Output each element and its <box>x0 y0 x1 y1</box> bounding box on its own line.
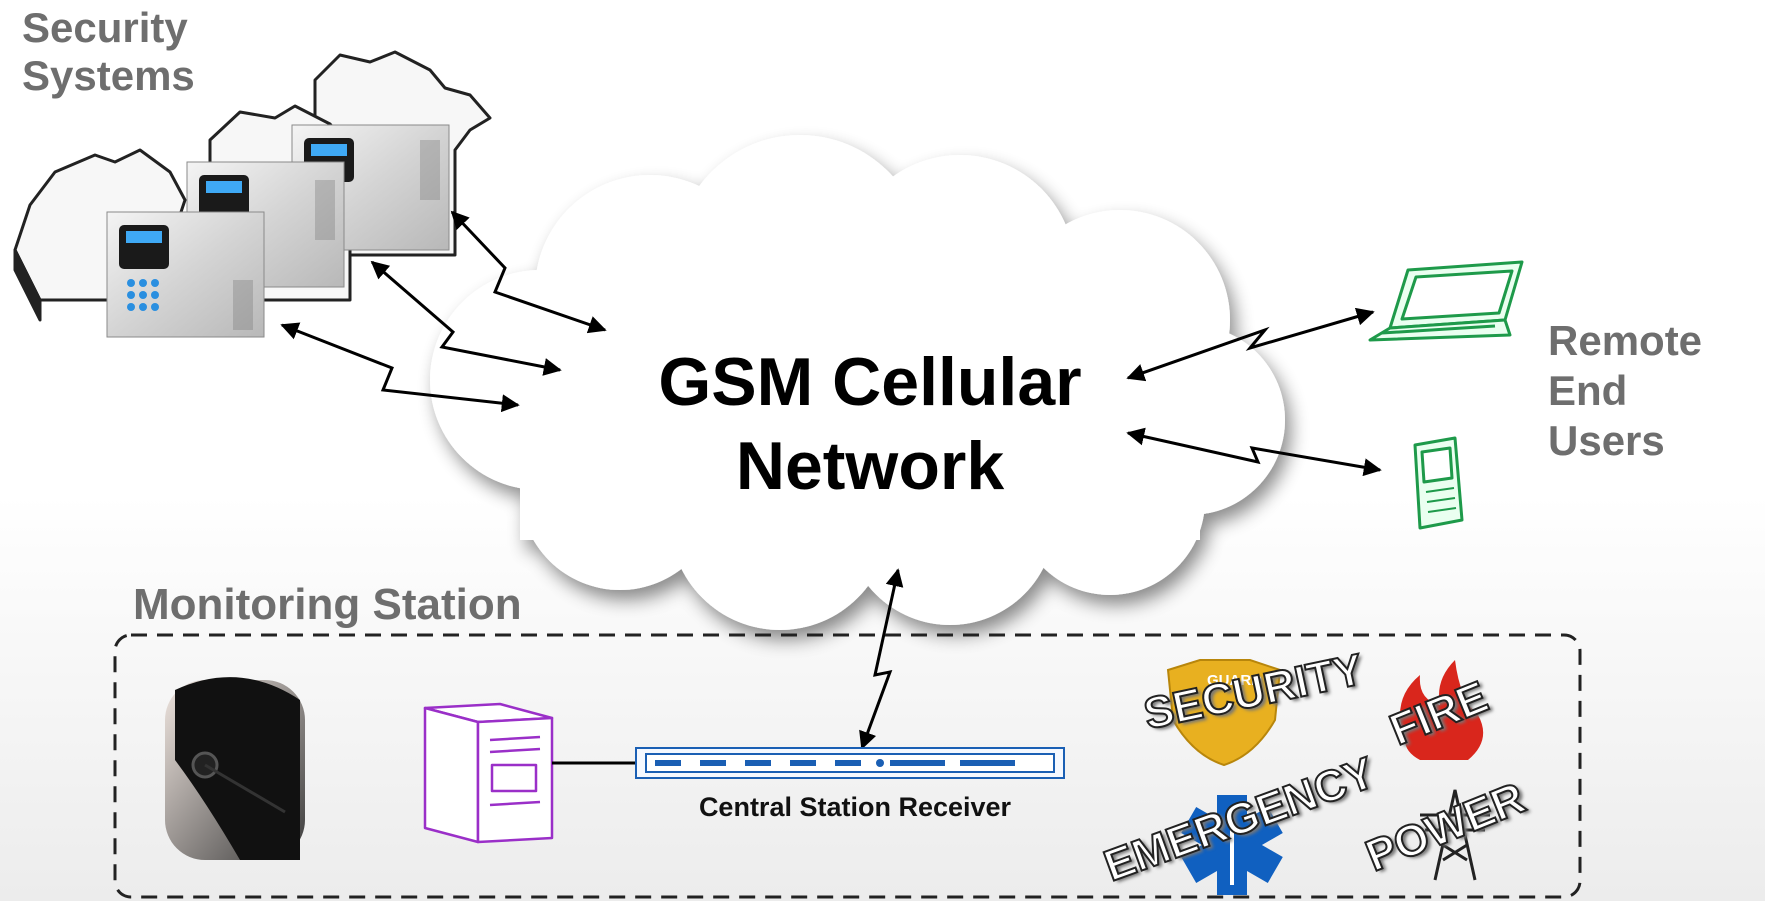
gsm-network-label: GSM Cellular Network <box>560 340 1180 508</box>
star-of-life-icon <box>1181 795 1283 895</box>
remote-label-line3: Users <box>1548 417 1665 464</box>
security-panel-1 <box>106 211 265 338</box>
central-station-receiver-label: Central Station Receiver <box>698 792 1012 822</box>
link-arrow-phone <box>1126 427 1382 477</box>
central-station-receiver-icon <box>635 747 1065 779</box>
fire-icon <box>1400 660 1484 760</box>
gsm-label-line2: Network <box>735 428 1005 504</box>
remote-label-line2: End <box>1548 367 1628 414</box>
panel-link-arrows <box>280 210 607 413</box>
guard-label: GUARD <box>1207 672 1262 689</box>
security-label-line1: Security <box>22 4 188 51</box>
computer-tower-icon <box>423 702 554 844</box>
remote-label-line1: Remote <box>1548 317 1703 364</box>
security-label-line2: Systems <box>22 52 195 99</box>
link-arrow-receiver <box>859 568 904 750</box>
gsm-label-line1: GSM Cellular <box>658 344 1082 420</box>
remote-link-arrows <box>1126 307 1382 477</box>
remote-end-users-label: Remote End Users <box>1548 316 1702 466</box>
operator-headset-image <box>165 677 305 860</box>
link-arrow-laptop <box>1126 307 1375 382</box>
mobile-phone-icon <box>1413 436 1464 530</box>
monitoring-station-label: Monitoring Station <box>133 580 522 629</box>
link-arrow-panel-1 <box>280 322 520 413</box>
guard-shield-icon <box>1166 659 1282 767</box>
security-systems-label: Security Systems <box>22 4 195 100</box>
power-tower-icon <box>1420 789 1490 881</box>
laptop-icon <box>1368 260 1524 342</box>
gsm-cloud <box>430 135 1285 630</box>
monitoring-station-box <box>113 633 1582 899</box>
